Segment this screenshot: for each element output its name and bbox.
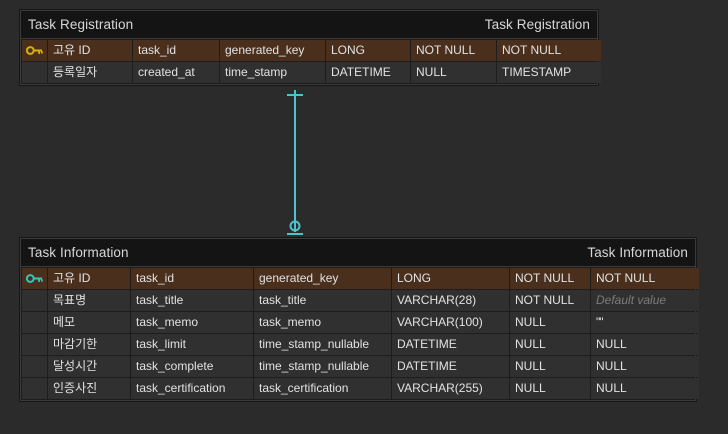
nullability-cell[interactable]: NULL	[510, 312, 590, 333]
nullability-cell[interactable]: NOT NULL	[510, 290, 590, 311]
logical-name-cell[interactable]: 고유 ID	[48, 268, 130, 289]
default-value-cell[interactable]: TIMESTAMP	[497, 62, 601, 83]
domain-cell[interactable]: time_stamp_nullable	[254, 334, 391, 355]
default-value-cell[interactable]: NOT NULL	[497, 40, 601, 61]
logical-name-cell[interactable]: 인증사진	[48, 378, 130, 399]
key-cell	[22, 378, 47, 399]
physical-name-cell[interactable]: task_memo	[131, 312, 253, 333]
key-cell	[22, 334, 47, 355]
domain-cell[interactable]: task_title	[254, 290, 391, 311]
default-value-cell[interactable]: NULL	[591, 356, 699, 377]
default-value-cell[interactable]: Default value	[591, 290, 699, 311]
primary-key-icon	[22, 40, 47, 61]
logical-name-cell[interactable]: 목표명	[48, 290, 130, 311]
domain-cell[interactable]: task_certification	[254, 378, 391, 399]
entity-title-right: Task Information	[587, 245, 688, 260]
physical-name-cell[interactable]: task_complete	[131, 356, 253, 377]
default-value-cell[interactable]: ""	[591, 312, 699, 333]
domain-cell[interactable]: time_stamp_nullable	[254, 356, 391, 377]
nullability-cell[interactable]: NULL	[411, 62, 496, 83]
entity-title-left: Task Registration	[28, 17, 134, 32]
data-type-cell[interactable]: VARCHAR(100)	[392, 312, 509, 333]
logical-name-cell[interactable]: 등록일자	[48, 62, 132, 83]
key-cell	[22, 62, 47, 83]
physical-name-cell[interactable]: task_certification	[131, 378, 253, 399]
data-type-cell[interactable]: DATETIME	[392, 356, 509, 377]
data-type-cell[interactable]: LONG	[392, 268, 509, 289]
default-value-cell[interactable]: NULL	[591, 378, 699, 399]
data-type-cell[interactable]: VARCHAR(28)	[392, 290, 509, 311]
nullability-cell[interactable]: NOT NULL	[411, 40, 496, 61]
entity-header[interactable]: Task Information Task Information	[21, 239, 695, 267]
key-cell	[22, 312, 47, 333]
default-value-cell[interactable]: NULL	[591, 334, 699, 355]
data-type-cell[interactable]: DATETIME	[392, 334, 509, 355]
entity-title-right: Task Registration	[484, 17, 590, 32]
domain-cell[interactable]: task_memo	[254, 312, 391, 333]
entity-title-left: Task Information	[28, 245, 129, 260]
logical-name-cell[interactable]: 고유 ID	[48, 40, 132, 61]
nullability-cell[interactable]: NULL	[510, 356, 590, 377]
cardinality-zero-circle	[289, 220, 301, 232]
nullability-cell[interactable]: NULL	[510, 378, 590, 399]
domain-cell[interactable]: generated_key	[220, 40, 325, 61]
logical-name-cell[interactable]: 메모	[48, 312, 130, 333]
logical-name-cell[interactable]: 달성시간	[48, 356, 130, 377]
data-type-cell[interactable]: LONG	[326, 40, 410, 61]
physical-name-cell[interactable]: created_at	[133, 62, 219, 83]
data-type-cell[interactable]: VARCHAR(255)	[392, 378, 509, 399]
key-cell	[22, 290, 47, 311]
entity-header[interactable]: Task Registration Task Registration	[21, 11, 597, 39]
nullability-cell[interactable]: NULL	[510, 334, 590, 355]
data-type-cell[interactable]: DATETIME	[326, 62, 410, 83]
domain-cell[interactable]: time_stamp	[220, 62, 325, 83]
physical-name-cell[interactable]: task_title	[131, 290, 253, 311]
primary-key-icon	[22, 268, 47, 289]
key-cell	[22, 356, 47, 377]
physical-name-cell[interactable]: task_limit	[131, 334, 253, 355]
domain-cell[interactable]: generated_key	[254, 268, 391, 289]
physical-name-cell[interactable]: task_id	[133, 40, 219, 61]
entity-task-registration[interactable]: Task Registration Task Registration 고유 I…	[20, 10, 601, 85]
logical-name-cell[interactable]: 마감기한	[48, 334, 130, 355]
physical-name-cell[interactable]: task_id	[131, 268, 253, 289]
nullability-cell[interactable]: NOT NULL	[510, 268, 590, 289]
default-value-cell[interactable]: NOT NULL	[591, 268, 699, 289]
